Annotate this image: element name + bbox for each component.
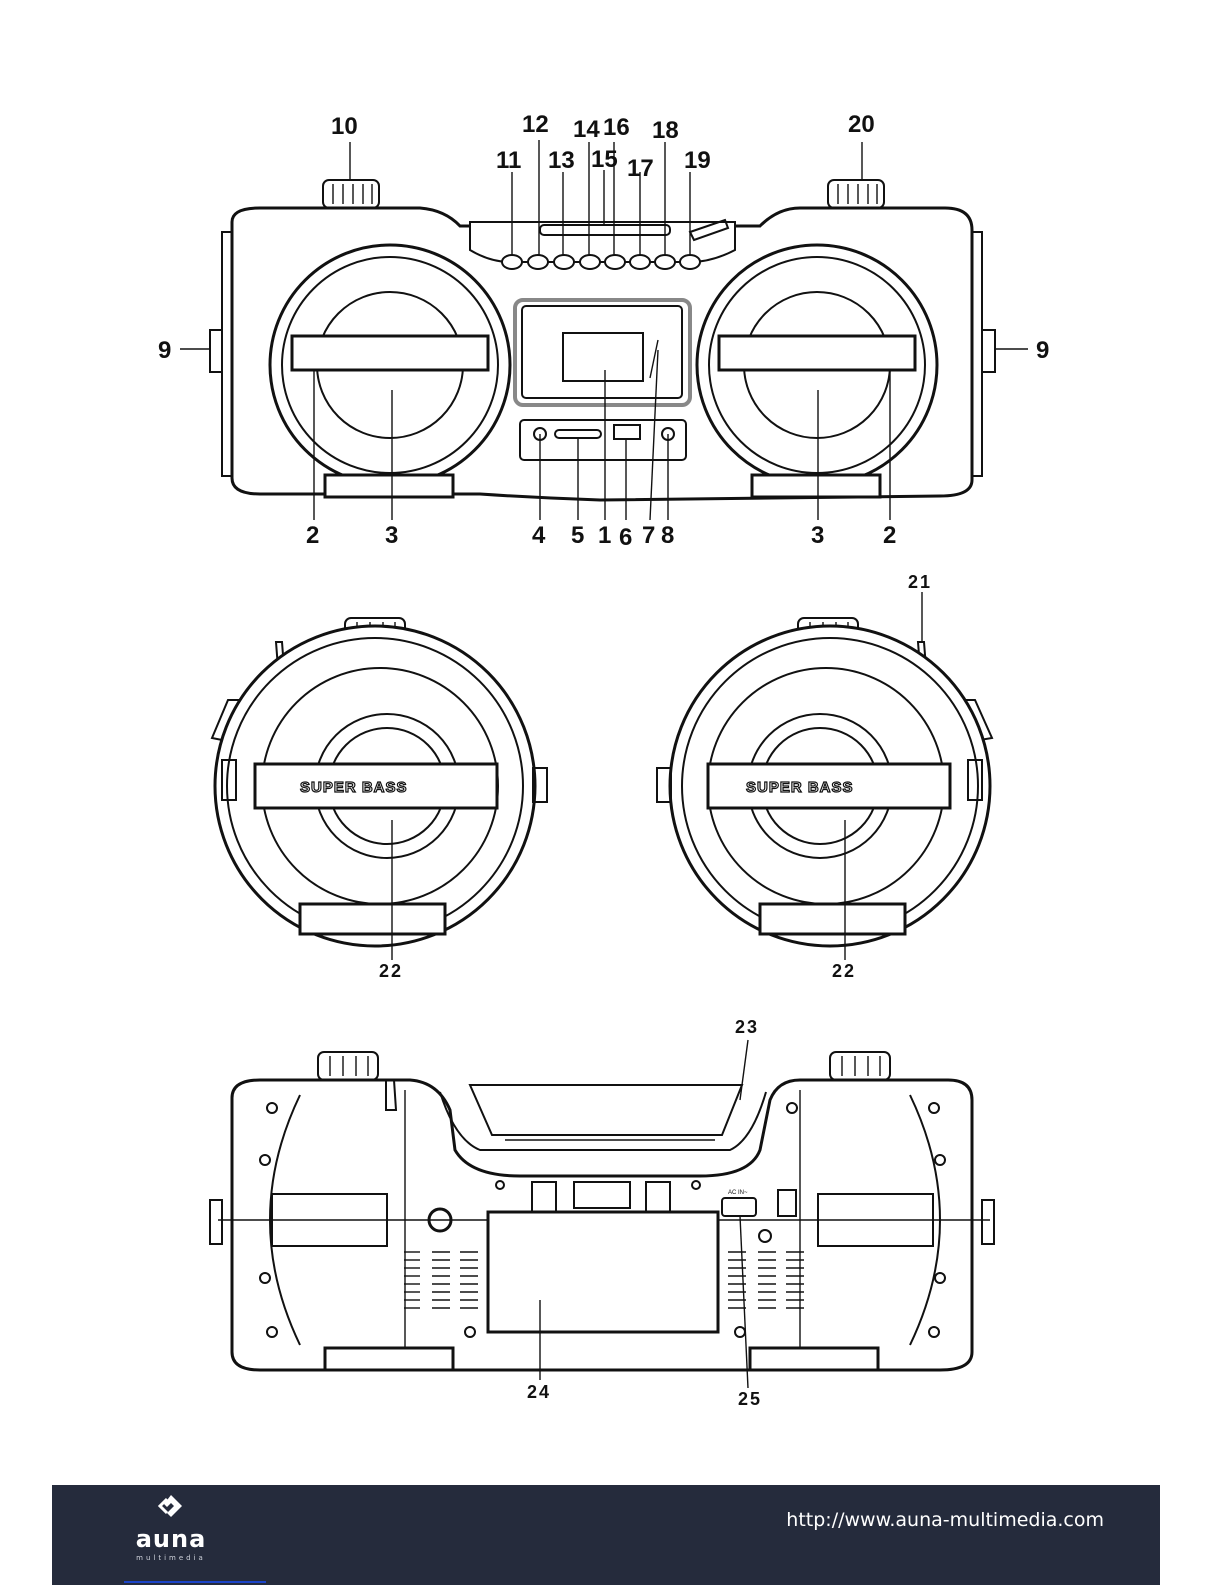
label-headphone: 8 — [661, 522, 674, 549]
footer-bar: auna multimedia http://www.auna-multimed… — [52, 1485, 1160, 1585]
label-btn-19: 19 — [684, 147, 711, 174]
label-ring-left: 2 — [306, 522, 319, 549]
label-ring-right: 2 — [883, 522, 896, 549]
label-btn-14: 14 — [573, 116, 600, 143]
label-card-slot: 5 — [571, 522, 584, 549]
label-btn-12: 12 — [522, 111, 549, 138]
label-battery-cover: 24 — [527, 1382, 551, 1402]
label-side-left: 9 — [158, 337, 171, 364]
footer-url-link[interactable]: http://www.auna-multimedia.com — [786, 1509, 1104, 1531]
side-badge-right: SUPER BASS — [746, 779, 854, 796]
side-badge-left: SUPER BASS — [300, 779, 408, 796]
logo-diamond-icon — [156, 1493, 186, 1523]
volume-knob-left — [323, 180, 379, 208]
side-view-right: SUPER BASS 22 21 — [657, 572, 992, 981]
label-btn-15: 15 — [591, 146, 618, 173]
label-cone-right: 3 — [811, 522, 824, 549]
tuning-knob-right — [828, 180, 884, 208]
rear-view: AC IN~ — [210, 1017, 994, 1409]
left-speaker-front — [270, 245, 510, 485]
logo-wordmark: auna — [116, 1525, 226, 1553]
lcd-display — [515, 300, 690, 405]
label-cone-left: 3 — [385, 522, 398, 549]
label-antenna: 21 — [908, 572, 932, 592]
side-view-left: SUPER BASS 22 — [212, 618, 547, 981]
logo-subtitle: multimedia — [116, 1554, 226, 1562]
label-side-right-22: 22 — [832, 961, 856, 981]
label-btn-11: 11 — [496, 147, 521, 174]
logo-underline — [124, 1581, 266, 1583]
right-speaker-front — [697, 245, 937, 485]
label-side-left-22: 22 — [379, 961, 403, 981]
port-panel — [520, 420, 686, 460]
label-side-right: 9 — [1036, 337, 1049, 364]
boombox-diagram: 10 20 11 12 13 14 15 16 17 18 19 9 9 2 3… — [0, 0, 1225, 1485]
label-btn-16: 16 — [603, 114, 630, 141]
label-knob-left: 10 — [331, 113, 358, 140]
ac-marking: AC IN~ — [728, 1190, 748, 1196]
label-ac-socket: 25 — [738, 1389, 762, 1409]
front-view: 10 20 11 12 13 14 15 16 17 18 19 9 9 2 3… — [158, 111, 1049, 551]
label-btn-13: 13 — [548, 147, 575, 174]
label-aux-in: 4 — [532, 522, 546, 549]
auna-logo: auna multimedia — [116, 1491, 226, 1579]
label-usb: 6 — [619, 524, 632, 551]
label-ir: 7 — [642, 522, 655, 549]
label-btn-17: 17 — [627, 155, 654, 182]
label-btn-18: 18 — [652, 117, 679, 144]
label-knob-right: 20 — [848, 111, 875, 138]
label-display: 1 — [598, 522, 611, 549]
label-cd-lid: 23 — [735, 1017, 759, 1037]
